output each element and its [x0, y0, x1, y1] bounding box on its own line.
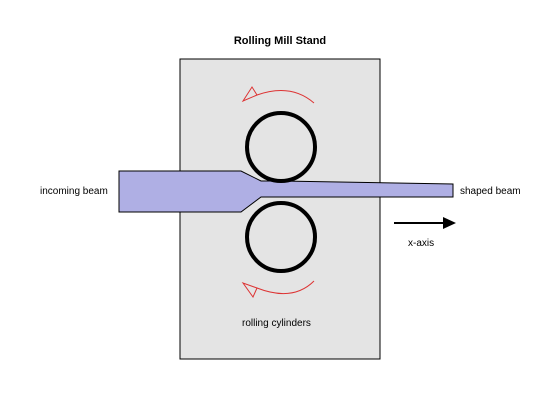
lower-rolling-cylinder	[245, 201, 317, 273]
x-axis-label: x-axis	[408, 238, 435, 249]
arrow-right-icon	[394, 217, 456, 229]
shaped-beam-label: shaped beam	[460, 186, 521, 197]
rolling-cylinders-label: rolling cylinders	[242, 318, 311, 329]
diagram-title: Rolling Mill Stand	[233, 35, 327, 47]
upper-rolling-cylinder	[245, 111, 317, 183]
clockwise-arrow-icon	[241, 280, 315, 299]
counterclockwise-arrow-icon	[241, 86, 315, 104]
beam	[118, 170, 454, 213]
incoming-beam-label: incoming beam	[40, 186, 108, 197]
